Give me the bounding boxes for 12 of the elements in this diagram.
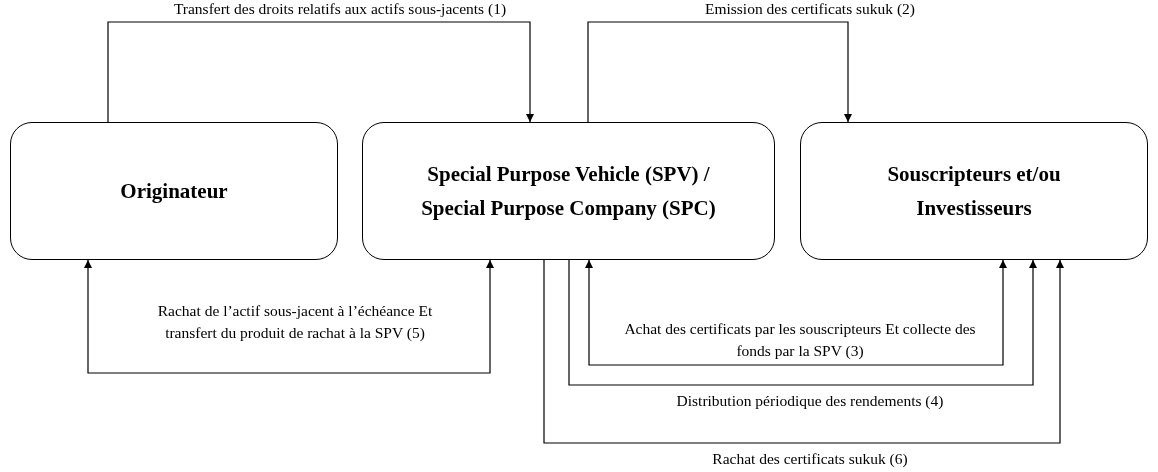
box-title: Souscripteurs et/ou Investisseurs <box>886 161 1062 222</box>
connector-arrow <box>84 259 494 374</box>
process-box <box>362 122 775 260</box>
connector-arrow <box>587 21 852 123</box>
connector-arrow <box>107 21 534 123</box>
process-box <box>800 122 1148 260</box>
box-title: Special Purpose Vehicle (SPV) / Special Purpose Company (SPC) <box>420 161 717 222</box>
process-box <box>10 122 338 260</box>
connector-arrow <box>585 259 1007 366</box>
connector-arrow <box>543 259 1064 444</box>
connector-arrow <box>568 259 1037 386</box>
box-title: Originateur <box>120 178 228 205</box>
